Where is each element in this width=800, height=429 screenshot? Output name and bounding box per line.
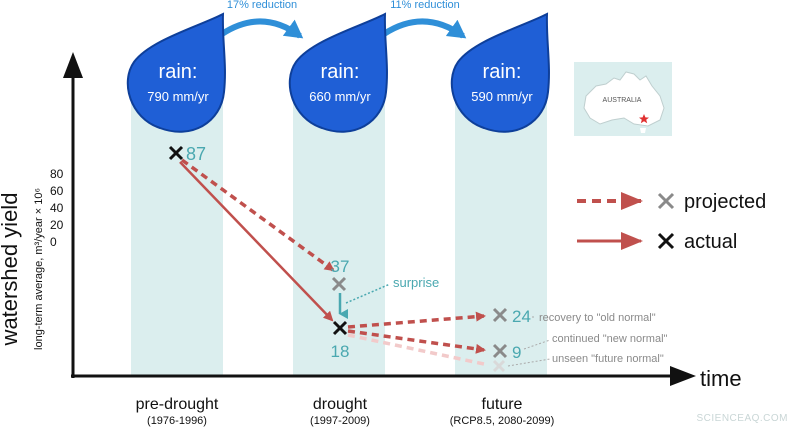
y-axis-subtitle: long-term average, m³/year × 10⁶: [33, 188, 45, 350]
value-pre-drought: 87: [186, 144, 206, 164]
projected-arrow-new-normal: [347, 329, 486, 354]
x-axis-title: time: [700, 366, 742, 391]
period-future-range: (RCP8.5, 2080-2099): [450, 415, 555, 427]
rain-label: rain:: [483, 61, 522, 83]
reduction-arrow-1: [220, 18, 304, 39]
y-axis-arrowhead: [63, 52, 83, 78]
marker-future-unseen: [492, 359, 506, 373]
australia-map: AUSTRALIA: [574, 62, 672, 136]
reduction-arrow-2: [382, 18, 467, 39]
legend-projected-x-icon: [657, 192, 675, 210]
drop-icon: [450, 12, 550, 133]
legend-actual-x-icon: [657, 232, 675, 250]
band-pre-drought: [131, 95, 223, 375]
y-tick-40: 40: [50, 201, 64, 215]
drop-icon: [288, 12, 388, 133]
period-future: future: [482, 396, 523, 413]
rain-drop-drought: rain: 660 mm/yr: [288, 12, 388, 133]
annotation-future-normal: unseen "future normal": [552, 353, 664, 365]
reduction-label-2: 11% reduction: [390, 0, 460, 11]
legend-projected-label: projected: [684, 191, 766, 213]
band-future: [455, 95, 547, 375]
annotation-surprise: surprise: [393, 275, 439, 290]
annotation-new-normal: continued "new normal": [552, 333, 668, 345]
annotation-old-normal: recovery to "old normal": [539, 312, 656, 324]
rain-amount: 660 mm/yr: [309, 89, 371, 104]
actual-arrow-pre-to-drought: [179, 161, 334, 322]
rain-label: rain:: [159, 61, 198, 83]
rain-label: rain:: [321, 61, 360, 83]
y-axis-title: watershed yield: [0, 193, 22, 347]
rain-amount: 590 mm/yr: [471, 89, 533, 104]
projected-arrow-old-normal: [347, 311, 486, 329]
period-drought: drought: [313, 396, 368, 413]
map-label: AUSTRALIA: [603, 97, 642, 104]
value-drought-projected: 37: [331, 257, 350, 276]
new-normal-leader: [523, 339, 551, 350]
y-tick-80: 80: [50, 167, 64, 181]
rain-drop-future: rain: 590 mm/yr: [450, 12, 550, 133]
rain-amount: 790 mm/yr: [147, 89, 209, 104]
marker-drought-projected: [331, 276, 347, 292]
watermark: SCIENCEAQ.COM: [696, 413, 788, 424]
x-axis-arrowhead: [670, 366, 696, 386]
marker-future-old-normal: [492, 307, 508, 323]
future-normal-leader: [507, 358, 551, 367]
value-future-new-normal: 9: [512, 343, 521, 362]
y-tick-0: 0: [50, 235, 57, 249]
location-star-icon: [639, 114, 649, 124]
period-drought-range: (1997-2009): [310, 415, 370, 427]
rain-drop-pre-drought: rain: 790 mm/yr: [126, 12, 226, 133]
period-pre-drought: pre-drought: [136, 396, 219, 413]
y-tick-60: 60: [50, 184, 64, 198]
drop-icon: [126, 12, 226, 133]
legend: projected actual: [577, 191, 766, 253]
value-future-old-normal: 24: [512, 307, 531, 326]
reduction-label-1: 17% reduction: [227, 0, 297, 11]
legend-actual-label: actual: [684, 231, 737, 253]
value-drought-actual: 18: [331, 342, 350, 361]
marker-future-new-normal: [492, 343, 508, 359]
marker-drought-actual: [332, 320, 348, 336]
period-pre-drought-range: (1976-1996): [147, 415, 207, 427]
marker-pre-drought-actual: [168, 145, 184, 161]
australia-icon: [583, 71, 665, 127]
band-drought: [293, 95, 385, 375]
y-tick-20: 20: [50, 218, 64, 232]
